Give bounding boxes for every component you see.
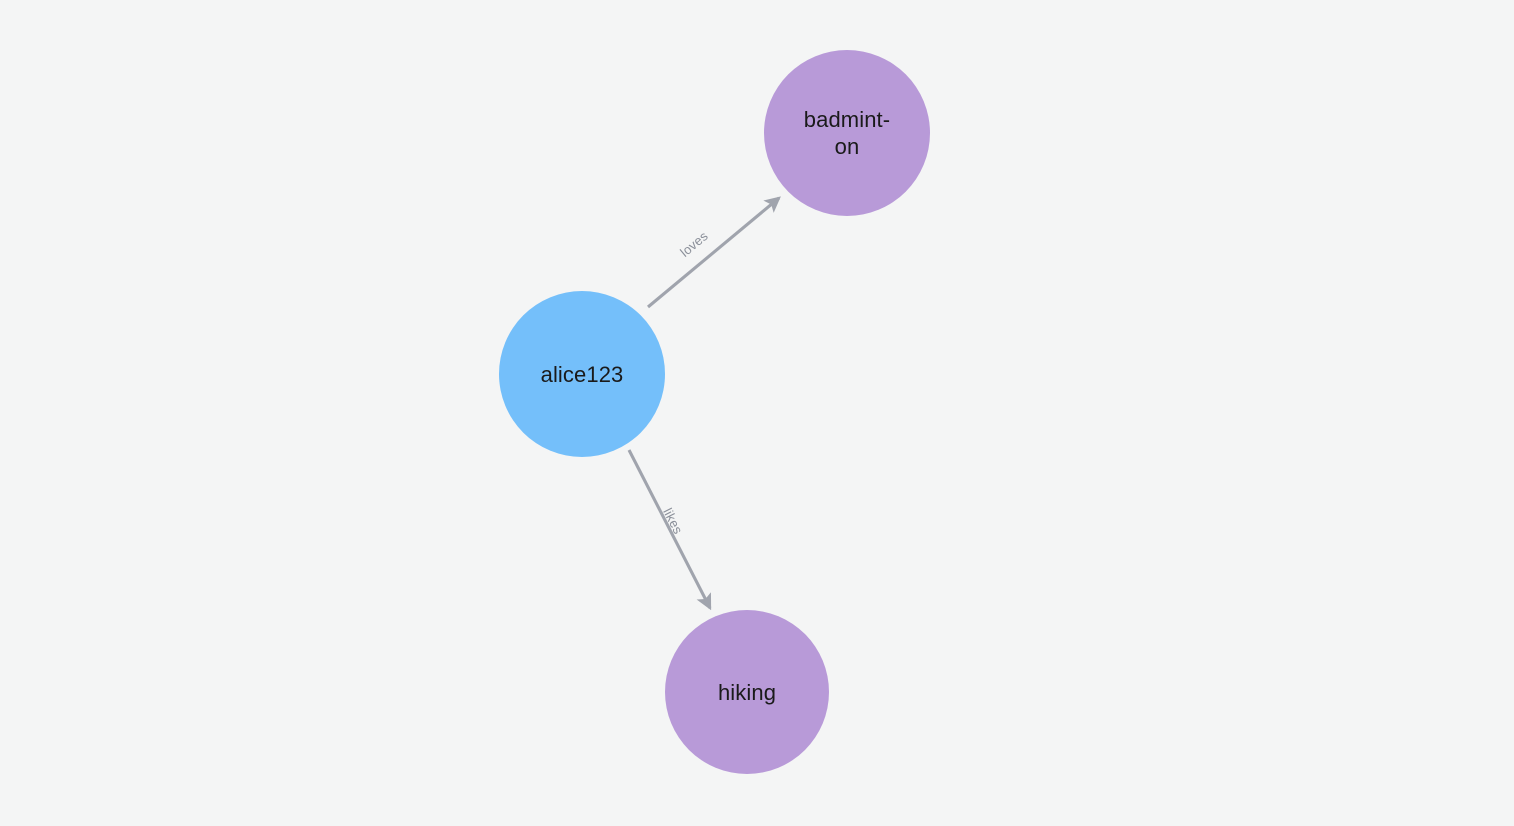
graph-node-alice123[interactable]: alice123 [499, 291, 665, 457]
graph-node-label: alice123 [540, 361, 624, 387]
graph-node-hiking[interactable]: hiking [665, 610, 829, 774]
graph-node-badminton[interactable]: badmint- on [764, 50, 930, 216]
edge-line-likes[interactable] [627, 449, 712, 611]
edge-line-loves[interactable] [647, 196, 781, 309]
graph-node-label: hiking [717, 679, 777, 705]
graph-node-label: badmint- on [803, 107, 891, 159]
